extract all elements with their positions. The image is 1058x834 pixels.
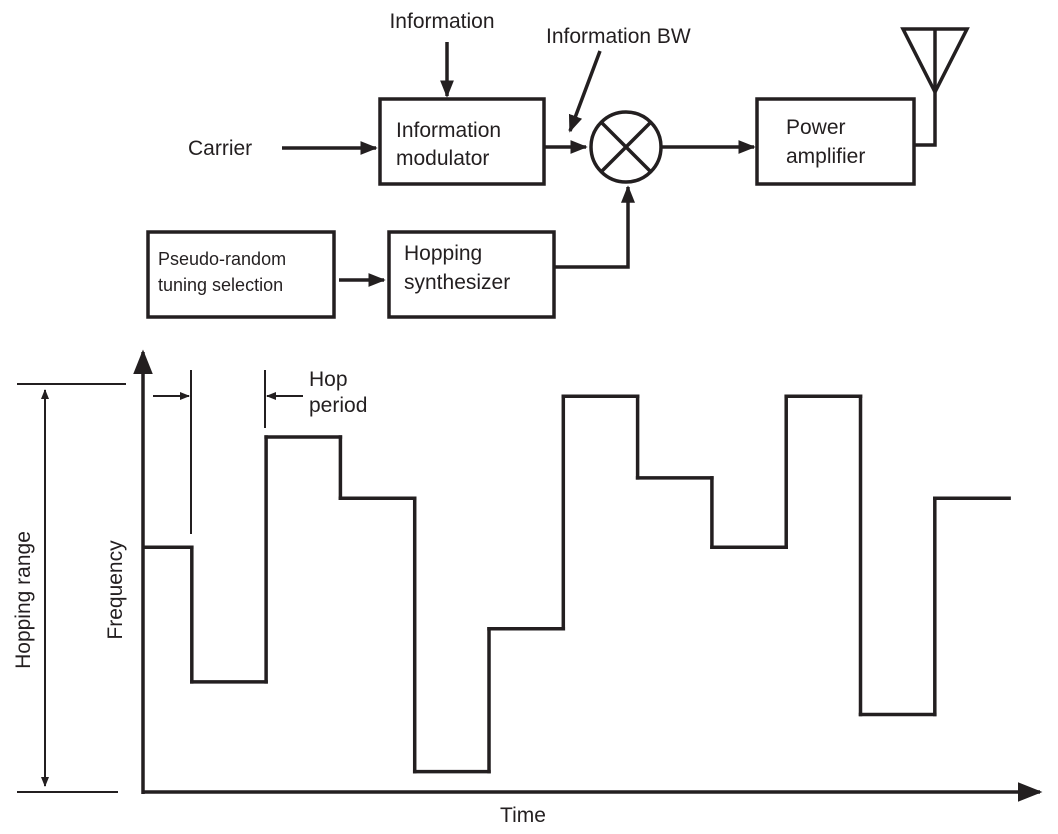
information-modulator-block: [378, 97, 546, 186]
hopping-synthesizer-block: [387, 230, 556, 319]
power-amplifier-label: Power amplifier: [786, 116, 865, 168]
information-modulator-label: Information modulator: [396, 119, 507, 170]
y-axis-label: Frequency: [104, 540, 127, 640]
hop-period-label: Hop period: [309, 368, 367, 417]
amplifier-to-antenna-line: [914, 92, 937, 147]
hopping-range-label: Hopping range: [12, 531, 35, 669]
block-diagram: Information Carrier Information modulato…: [146, 10, 970, 319]
pseudo-random-block: [146, 230, 336, 319]
synth-to-mixer-line: [554, 185, 635, 269]
information-bw-pointer: [568, 50, 602, 133]
pseudo-random-label: Pseudo-random tuning selection: [158, 249, 291, 295]
antenna-icon: [900, 27, 970, 96]
information-input-label: Information: [389, 10, 494, 33]
x-axis-label: Time: [500, 804, 546, 827]
mixer-icon: [589, 110, 663, 184]
carrier-label: Carrier: [188, 137, 252, 160]
hopping-chart: Time Frequency Hopping range Hop period: [12, 349, 1043, 827]
frequency-step-series: [143, 394, 1011, 774]
power-amplifier-block: [755, 97, 916, 186]
hopping-synthesizer-label: Hopping synthesizer: [404, 242, 510, 294]
information-bw-label: Information BW: [546, 25, 691, 48]
